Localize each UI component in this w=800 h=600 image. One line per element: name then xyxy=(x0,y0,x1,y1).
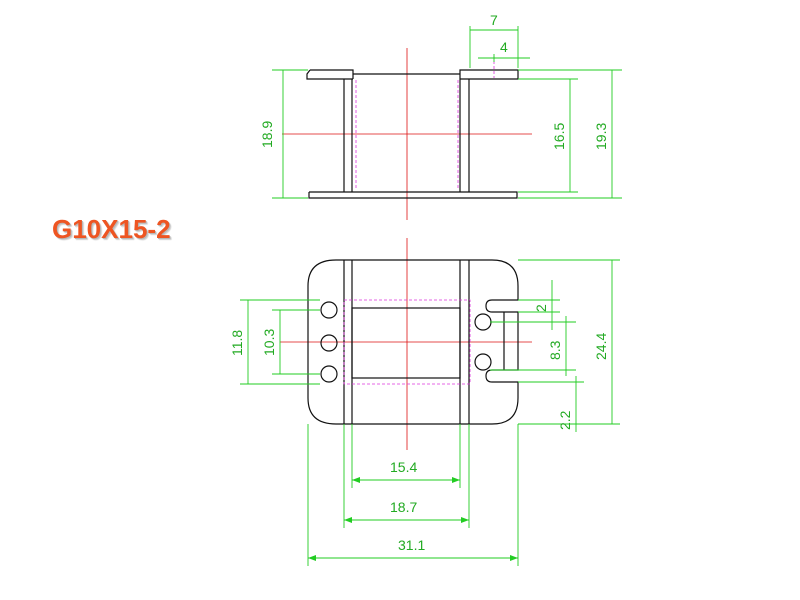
top-hidden-window xyxy=(343,299,471,385)
top-view: 11.8 10.3 2 8.3 24.4 2.2 15.4 xyxy=(229,238,620,566)
dim-7-label: 7 xyxy=(490,12,498,28)
pin-hole-left-2 xyxy=(320,334,338,352)
front-bottom-flange xyxy=(308,191,518,199)
front-view: 7 4 18.9 16.5 19.3 xyxy=(259,12,622,220)
dim-24-4-label: 24.4 xyxy=(593,333,609,360)
pin-hole-right-2 xyxy=(474,353,492,371)
pin-hole-left-1 xyxy=(320,301,338,319)
dim-8-3-label: 8.3 xyxy=(547,340,563,360)
dim-18-7-label: 18.7 xyxy=(390,499,417,515)
dim-31-1-label: 31.1 xyxy=(398,537,425,553)
dim-16-5-label: 16.5 xyxy=(551,123,567,150)
dim-11-8-label: 11.8 xyxy=(229,330,245,356)
pin-hole-right-1 xyxy=(474,313,492,331)
dim-2-2-label: 2.2 xyxy=(557,410,573,430)
dim-15-4-label: 15.4 xyxy=(390,459,417,475)
part-number-title: G10X15-2 xyxy=(52,214,171,244)
pin-hole-left-3 xyxy=(320,365,338,383)
front-top-flange xyxy=(306,69,519,80)
top-outer-outline xyxy=(307,259,519,425)
dim-4-label: 4 xyxy=(500,39,508,55)
dim-18-9-label: 18.9 xyxy=(259,121,275,148)
dim-2-label: 2 xyxy=(533,304,549,312)
dim-19-3-label: 19.3 xyxy=(593,123,609,150)
top-core-window xyxy=(351,307,461,379)
dim-10-3-label: 10.3 xyxy=(261,329,277,356)
